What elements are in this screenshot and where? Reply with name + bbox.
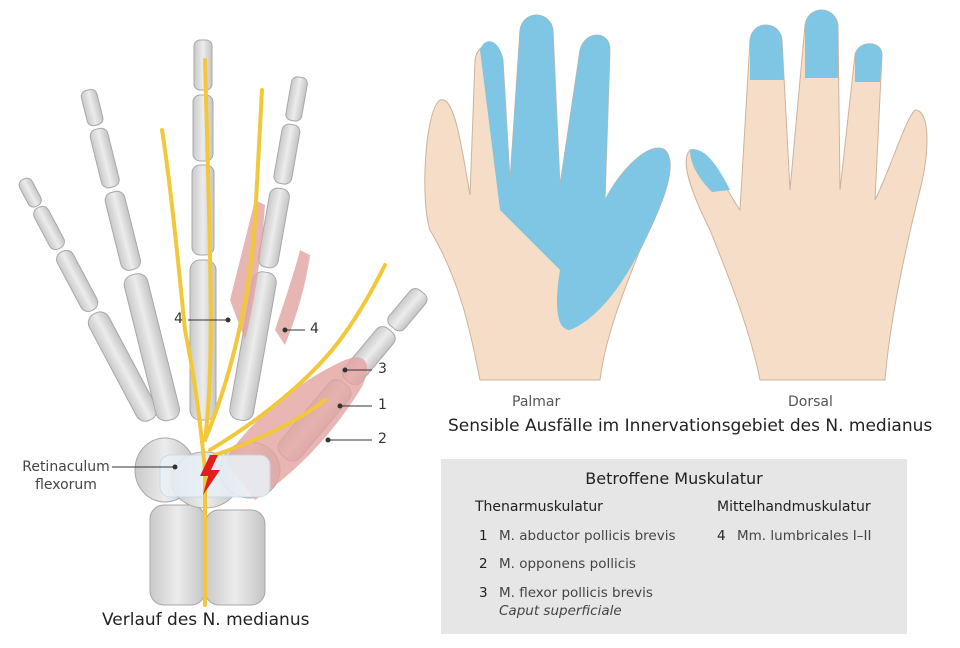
leader-lines: [112, 317, 372, 470]
marker-1: 1: [378, 397, 387, 413]
right-caption: Sensible Ausfälle im Innervationsgebiet …: [448, 416, 933, 436]
thenar-item-3-name: M. flexor pollicis brevis: [499, 585, 653, 601]
thenar-item-2-name: M. opponens pollicis: [499, 556, 636, 572]
thenar-item-1-name: M. abductor pollicis brevis: [499, 528, 676, 544]
thenar-item-3-sub: Caput superficiale: [499, 603, 622, 619]
left-caption: Verlauf des N. medianus: [102, 610, 310, 630]
muscle-table: Betroffene Muskulatur Thenarmuskulatur 1…: [441, 459, 907, 634]
thenar-item-2: 2 M. opponens pollicis: [479, 556, 636, 572]
retinaculum-label-line2: flexorum: [35, 477, 97, 493]
thenar-item-1-num: 1: [479, 528, 488, 544]
retinaculum-label-line1: Retinaculum: [22, 459, 110, 475]
median-nerve: [160, 58, 387, 607]
muscle-table-title: Betroffene Muskulatur: [585, 469, 763, 488]
dorsal-hand: [685, 9, 928, 381]
dorsal-label: Dorsal: [788, 394, 833, 410]
marker-3: 3: [378, 361, 387, 377]
thenar-item-3: 3 M. flexor pollicis brevis: [479, 585, 653, 601]
thenar-item-3-num: 3: [479, 585, 488, 601]
mittelhand-heading: Mittelhandmuskulatur: [717, 499, 871, 515]
mittelhand-item-1-num: 4: [717, 528, 726, 544]
marker-4-left: 4: [174, 311, 183, 327]
palmar-hand: [424, 14, 671, 381]
mittelhand-item-1-name: Mm. lumbricales I–II: [737, 528, 872, 544]
lesion-bolt-icon: [200, 455, 220, 495]
mittelhand-item-1: 4 Mm. lumbricales I–II: [717, 528, 871, 544]
marker-4-right: 4: [310, 321, 319, 337]
marker-2: 2: [378, 431, 387, 447]
palmar-label: Palmar: [512, 394, 561, 410]
retinaculum-label: Retinaculum flexorum: [20, 458, 112, 494]
thenar-item-1: 1 M. abductor pollicis brevis: [479, 528, 676, 544]
hand-skeleton: [18, 39, 428, 606]
thenar-heading: Thenarmuskulatur: [475, 499, 603, 515]
thenar-item-2-num: 2: [479, 556, 488, 572]
